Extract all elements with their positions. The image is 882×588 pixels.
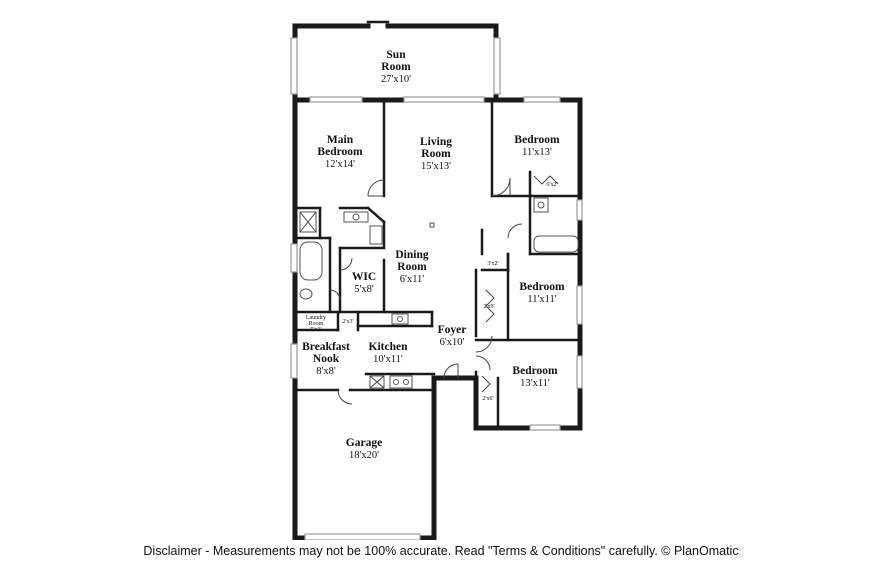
dining-room-name-2: Room <box>397 261 427 273</box>
kitchen-name: Kitchen <box>369 341 409 353</box>
closet-3-dims: 2'x9' <box>483 304 494 310</box>
living-room-name-2: Room <box>421 148 451 160</box>
living-room-name: Living <box>420 136 452 148</box>
laundry-name: Laundry <box>306 315 326 321</box>
garage-dims: 18'x20' <box>349 450 379 461</box>
interior-walls <box>293 98 582 430</box>
wic-dims: 5'x8' <box>354 284 374 295</box>
breakfast-nook-name: Breakfast <box>302 341 350 353</box>
bedroom-2-name: Bedroom <box>519 281 565 293</box>
closet-5-dims: 2'x6' <box>482 396 493 402</box>
sun-room-dims: 27'x10' <box>381 74 411 85</box>
foyer-dims: 6'x10' <box>440 337 465 348</box>
windows <box>290 96 583 540</box>
sun-room-name-2: Room <box>381 61 411 73</box>
laundry-name-2: Room <box>309 321 324 327</box>
room-labels: Sun Room 27'x10' Main Bedroom 12'x14' Li… <box>302 49 565 461</box>
main-bedroom-name: Main <box>327 134 354 146</box>
garage-name: Garage <box>346 437 382 449</box>
main-bedroom-dims: 12'x14' <box>325 159 355 170</box>
living-room-dims: 15'x13' <box>421 161 451 172</box>
wic-name: WIC <box>352 271 376 283</box>
disclaimer-text: Disclaimer - Measurements may not be 100… <box>143 544 739 558</box>
closet-4-dims: 2'x3' <box>342 319 353 325</box>
bedroom-3-name: Bedroom <box>512 365 558 377</box>
closet-1-dims: 6'x2' <box>546 182 557 188</box>
main-bedroom-name-2: Bedroom <box>317 146 363 158</box>
bedroom-2-dims: 11'x11' <box>527 294 556 305</box>
fixtures <box>299 197 579 389</box>
bedroom-3-dims: 13'x11' <box>520 378 550 389</box>
foyer-name: Foyer <box>438 324 467 336</box>
laundry-dims: 5'x3' <box>310 327 321 333</box>
dining-room-name: Dining <box>395 249 428 261</box>
kitchen-dims: 10'x11' <box>373 354 403 365</box>
breakfast-nook-name-2: Nook <box>313 353 340 365</box>
floor-plan: Sun Room 27'x10' Main Bedroom 12'x14' Li… <box>290 20 583 540</box>
sun-room-name: Sun <box>386 49 406 61</box>
bedroom-1-dims: 11'x13' <box>522 147 552 158</box>
bedroom-1-name: Bedroom <box>514 134 560 146</box>
breakfast-nook-dims: 8'x8' <box>316 366 336 377</box>
dining-room-dims: 6'x11' <box>400 274 425 285</box>
doors <box>329 175 559 405</box>
closet-2-dims: 3'x2' <box>487 261 498 267</box>
sun-room-walls <box>290 20 501 103</box>
